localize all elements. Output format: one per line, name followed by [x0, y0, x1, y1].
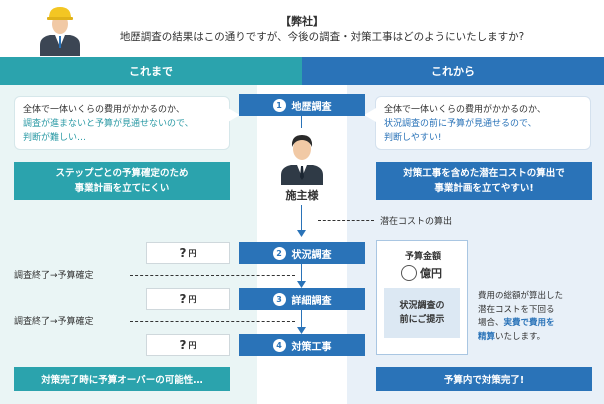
right-summary-box: 対策工事を含めた潜在コストの算出で 事業計画を立てやすい!	[376, 162, 592, 200]
latent-cost-label: 潜在コストの算出	[380, 217, 453, 227]
step-label: 状況調査	[291, 249, 332, 261]
step-1-history-survey: 1 地歴調査	[239, 94, 365, 116]
arrow-down-icon	[297, 230, 306, 237]
budget-confirm-label: 調査終了→予算確定	[14, 271, 94, 281]
flow-line	[301, 116, 302, 128]
header-question: 地歴調査の結果はこの通りですが、今後の調査・対策工事はどのようにいたしますか?	[119, 31, 525, 43]
note-line2: 潜在コストを下回る	[478, 304, 555, 315]
step-4-countermeasure: 4 対策工事	[239, 334, 365, 356]
arrow-down-icon	[297, 281, 306, 288]
left-summary-box: ステップごとの予算確定のため 事業計画を立てにくい	[14, 162, 230, 200]
budget-unit: 億円	[420, 267, 442, 280]
step-label: 対策工事	[291, 341, 332, 353]
note-line3b: 実費で費用を	[503, 318, 555, 328]
right-bubble-line1: 全体で一体いくらの費用がかかるのか、	[384, 105, 546, 115]
right-result-bar: 予算内で対策完了!	[376, 367, 592, 391]
column-title-before: これまで	[0, 57, 302, 85]
right-bubble-line2: 状況調査の前に予算が見通せるので、	[384, 119, 537, 129]
right-summary-line1: 対策工事を含めた潜在コストの算出で	[403, 168, 565, 179]
left-summary-line1: ステップごとの予算確定のため	[55, 168, 189, 179]
step-label: 地歴調査	[291, 101, 332, 113]
note-line1: 費用の総額が算出した	[478, 291, 564, 301]
step-2-status-survey: 2 状況調査	[239, 242, 365, 264]
latent-cost-connector	[318, 220, 374, 221]
left-speech-bubble: 全体で一体いくらの費用がかかるのか、 調査が進まないと予算が見通せないので、 判…	[14, 96, 230, 150]
header-company: 【弊社】	[280, 15, 324, 28]
flow-line	[301, 205, 302, 235]
settlement-note: 費用の総額が算出した 潜在コストを下回る 場合、実費で費用を 精算いたします。	[478, 290, 598, 344]
right-summary-line2: 事業計画を立てやすい!	[434, 183, 534, 194]
step-number: 1	[272, 98, 286, 112]
unknown-cost-box: ?円	[146, 334, 230, 356]
circle-placeholder-icon	[401, 265, 417, 281]
left-bubble-line2: 調査が進まないと予算が見通せないので、	[23, 119, 194, 129]
budget-note-line2: 前にご提示	[399, 315, 445, 325]
step-number: 3	[272, 292, 286, 306]
left-bubble-line1: 全体で一体いくらの費用がかかるのか、	[23, 105, 185, 115]
step-3-detailed-survey: 3 詳細調査	[239, 288, 365, 310]
budget-note-line1: 状況調査の	[399, 301, 445, 311]
note-line3a: 場合、	[478, 318, 504, 328]
budget-title: 予算金額	[404, 252, 441, 262]
flow-line	[301, 310, 302, 332]
cost-question: ?	[179, 292, 187, 306]
column-title-after: これから	[302, 57, 604, 85]
right-bubble-line3: 判断しやすい!	[384, 133, 442, 143]
confirm-connector	[130, 321, 295, 322]
arrow-down-icon	[297, 327, 306, 334]
left-result-bar: 対策完了時に予算オーバーの可能性…	[14, 367, 230, 391]
unknown-cost-box: ?円	[146, 242, 230, 264]
budget-presented-note: 状況調査の 前にご提示	[384, 288, 460, 338]
right-speech-bubble: 全体で一体いくらの費用がかかるのか、 状況調査の前に予算が見通せるので、 判断し…	[375, 96, 591, 150]
cost-question: ?	[179, 338, 187, 352]
cost-unit: 円	[188, 294, 197, 304]
confirm-connector	[130, 275, 295, 276]
left-bubble-tail-icon	[228, 108, 240, 122]
flow-line	[301, 264, 302, 286]
budget-confirm-label: 調査終了→予算確定	[14, 317, 94, 327]
step-label: 詳細調査	[291, 295, 332, 307]
cost-question: ?	[179, 246, 187, 260]
cost-unit: 円	[188, 248, 197, 258]
unknown-cost-box: ?円	[146, 288, 230, 310]
header	[0, 0, 604, 56]
right-bubble-tail-icon	[364, 108, 376, 122]
budget-amount-panel: 予算金額 億円 状況調査の 前にご提示	[376, 240, 468, 355]
cost-unit: 円	[188, 340, 197, 350]
left-bubble-line3: 判断が難しい…	[23, 133, 87, 143]
note-line4b: いたします。	[495, 331, 546, 342]
note-line4a: 精算	[478, 331, 496, 342]
worker-hardhat-icon	[40, 7, 80, 56]
owner-label: 施主様	[285, 189, 319, 202]
step-number: 2	[272, 246, 286, 260]
businessman-icon	[281, 135, 323, 185]
left-summary-line2: 事業計画を立てにくい	[74, 183, 170, 194]
step-number: 4	[272, 338, 286, 352]
